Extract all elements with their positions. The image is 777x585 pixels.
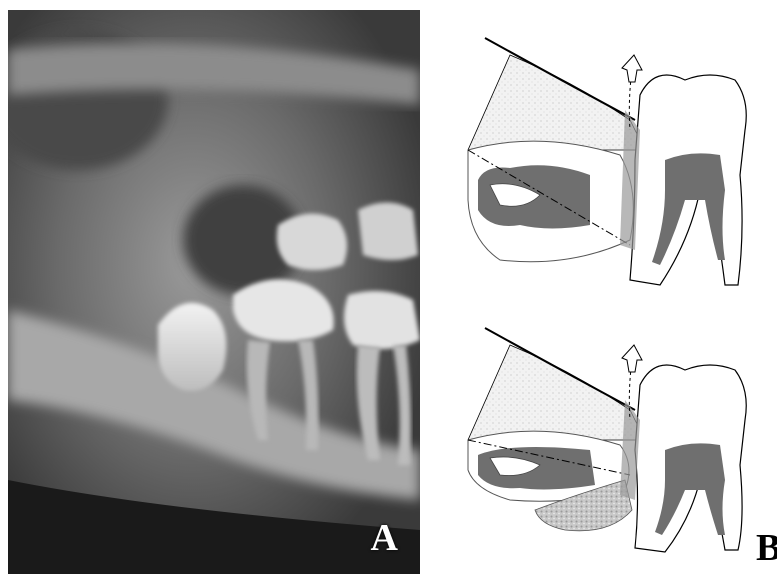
panel-b-label: B xyxy=(756,526,777,570)
radiograph-panel: A xyxy=(8,10,420,574)
radiograph-image xyxy=(8,10,420,574)
panel-a-label: A xyxy=(371,516,398,560)
bottom-diagram xyxy=(468,328,746,552)
schematic-diagrams xyxy=(420,0,777,580)
top-diagram xyxy=(468,38,746,285)
schematic-panel: B xyxy=(420,0,777,580)
